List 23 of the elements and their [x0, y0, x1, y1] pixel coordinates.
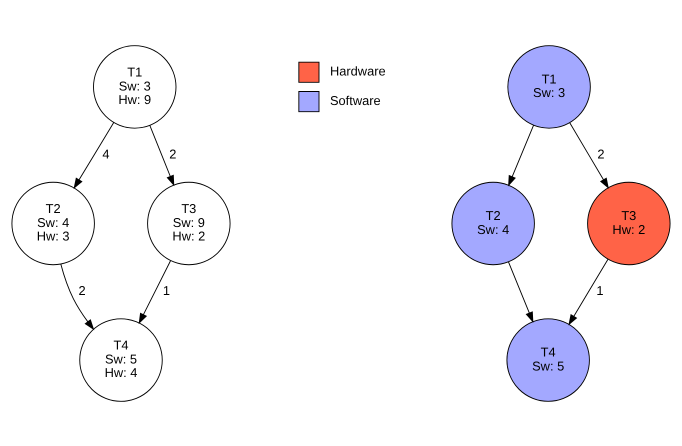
legend-label: Hardware — [330, 63, 386, 78]
edge-label: 1 — [162, 282, 170, 298]
edge-label: 1 — [596, 282, 604, 298]
node-circle: T3 Sw: 9 Hw: 2 — [147, 181, 231, 265]
arrow — [149, 124, 174, 186]
arrow — [60, 263, 94, 330]
node-circle: T3 Hw: 2 — [587, 181, 671, 265]
arrow — [568, 258, 608, 325]
edge-label: 2 — [78, 282, 86, 298]
node-circle: T2 Sw: 4 Hw: 3 — [11, 181, 95, 265]
node-circle: T4 Sw: 5 — [506, 318, 590, 402]
node-circle: T1 Sw: 3 — [507, 44, 591, 128]
arrow — [508, 124, 534, 186]
legend-label: Software — [330, 92, 381, 108]
node-circle: T2 Sw: 4 — [451, 181, 535, 265]
arrow — [74, 122, 114, 188]
arrow — [508, 261, 534, 322]
edge-label: 4 — [102, 146, 110, 162]
node-circle: T1 Sw: 3 Hw: 9 — [93, 44, 176, 128]
arrow — [569, 122, 609, 188]
edge-label: 2 — [169, 146, 176, 162]
edge-label: 2 — [597, 146, 604, 162]
arrow — [138, 260, 171, 324]
